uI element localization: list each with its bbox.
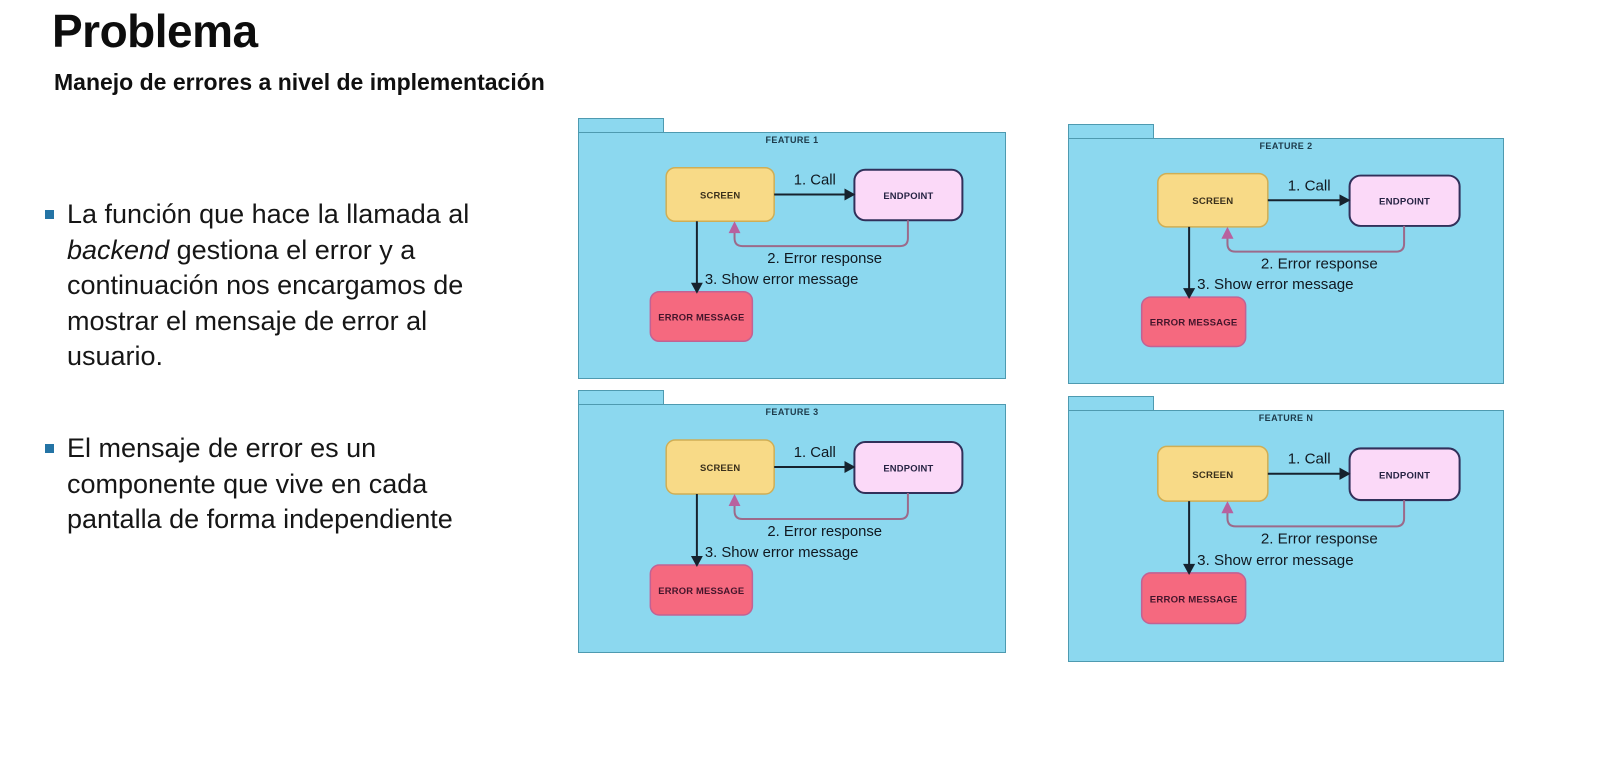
folder-tab xyxy=(1068,124,1154,139)
folder-label: FEATURE N xyxy=(1258,413,1314,423)
error-message-node xyxy=(1140,572,1247,625)
screen-node-label: SCREEN xyxy=(700,189,740,200)
error-response-arrowhead-icon xyxy=(1221,226,1234,239)
endpoint-node-label: ENDPOINT xyxy=(883,190,933,201)
screen-node xyxy=(665,166,775,223)
feature-folder-n: FEATURE N SCREEN ENDPOINT ERROR MESSAGE … xyxy=(1068,396,1504,662)
error-response-arrow xyxy=(1226,500,1406,528)
bullet-text-1: La función que hace la llamada al backen… xyxy=(67,197,517,375)
error-response-arrowhead-icon xyxy=(728,494,741,506)
feature-diagram: SCREEN ENDPOINT ERROR MESSAGE 1. Call 2.… xyxy=(649,439,964,616)
folder-tab xyxy=(578,118,664,133)
feature-diagram: SCREEN ENDPOINT ERROR MESSAGE 1. Call 2.… xyxy=(1140,172,1461,348)
error-message-node xyxy=(1140,296,1247,348)
folder-body: FEATURE 1 SCREEN ENDPOINT ERROR MESSAGE … xyxy=(578,132,1006,379)
screen-node xyxy=(1157,445,1269,502)
folder-body: FEATURE 3 SCREEN ENDPOINT ERROR MESSAGE … xyxy=(578,404,1006,653)
error-message-node-label: ERROR MESSAGE xyxy=(658,311,744,322)
folder-tab xyxy=(578,390,664,405)
endpoint-node-label: ENDPOINT xyxy=(1379,197,1430,208)
screen-node-label: SCREEN xyxy=(1192,196,1233,207)
bullet-square-icon xyxy=(45,210,54,219)
page-subtitle: Manejo de errores a nivel de implementac… xyxy=(54,69,545,95)
error-response-edge-label: 2. Error response xyxy=(1261,531,1378,548)
error-response-edge-label: 2. Error response xyxy=(767,523,882,540)
error-message-node-label: ERROR MESSAGE xyxy=(1150,318,1238,329)
error-response-edge-label: 2. Error response xyxy=(1261,256,1378,273)
call-edge-label: 1. Call xyxy=(1288,451,1331,468)
call-arrowhead-icon xyxy=(844,461,856,473)
error-message-node-label: ERROR MESSAGE xyxy=(1150,594,1238,605)
screen-node-label: SCREEN xyxy=(700,463,740,474)
call-edge-label: 1. Call xyxy=(1288,178,1331,195)
error-response-edge-label: 2. Error response xyxy=(767,251,882,267)
show-error-edge-label: 3. Show error message xyxy=(1197,276,1353,293)
page-title: Problema xyxy=(52,5,258,57)
error-message-node xyxy=(649,290,754,343)
bullet-1-post: gestiona el error y a continuación nos e… xyxy=(67,234,464,372)
screen-node xyxy=(665,439,775,495)
feature-diagram: SCREEN ENDPOINT ERROR MESSAGE 1. Call 2.… xyxy=(649,166,964,343)
feature-folder-2: FEATURE 2 SCREEN ENDPOINT ERROR MESSAGE … xyxy=(1068,124,1504,384)
folder-label: FEATURE 3 xyxy=(765,407,819,417)
folder-tab xyxy=(1068,396,1154,411)
error-response-arrow xyxy=(1226,225,1406,253)
feature-folder-1: FEATURE 1 SCREEN ENDPOINT ERROR MESSAGE … xyxy=(578,118,1006,379)
error-response-arrowhead-icon xyxy=(728,221,741,234)
folder-label: FEATURE 1 xyxy=(765,135,819,145)
feature-folder-3: FEATURE 3 SCREEN ENDPOINT ERROR MESSAGE … xyxy=(578,390,1006,653)
call-arrowhead-icon xyxy=(1339,467,1351,480)
endpoint-node-label: ENDPOINT xyxy=(1379,470,1430,481)
show-error-arrowhead-icon xyxy=(690,556,703,567)
error-response-arrowhead-icon xyxy=(1221,501,1234,514)
bullet-item-2: El mensaje de error es un componente que… xyxy=(45,431,517,538)
show-error-arrowhead-icon xyxy=(1183,563,1196,575)
bullet-text-2: El mensaje de error es un componente que… xyxy=(67,433,453,534)
error-response-arrow xyxy=(733,220,909,248)
screen-node-label: SCREEN xyxy=(1192,470,1233,481)
show-error-arrowhead-icon xyxy=(690,282,703,294)
bullet-item-1: La función que hace la llamada al backen… xyxy=(45,197,517,375)
error-message-node xyxy=(649,564,754,616)
bullet-square-icon xyxy=(45,444,54,453)
error-message-node-label: ERROR MESSAGE xyxy=(658,586,744,597)
endpoint-node-label: ENDPOINT xyxy=(883,463,933,474)
show-error-edge-label: 3. Show error message xyxy=(1197,552,1353,569)
show-error-edge-label: 3. Show error message xyxy=(705,544,859,561)
error-response-arrow xyxy=(733,493,909,520)
call-edge-label: 1. Call xyxy=(794,173,836,189)
call-arrowhead-icon xyxy=(1339,194,1351,207)
bullet-1-italic: backend xyxy=(67,234,170,265)
feature-diagram: SCREEN ENDPOINT ERROR MESSAGE 1. Call 2.… xyxy=(1140,445,1461,625)
folder-body: FEATURE N SCREEN ENDPOINT ERROR MESSAGE … xyxy=(1068,410,1504,662)
bullet-1-pre: La función que hace la llamada al xyxy=(67,199,470,229)
call-arrowhead-icon xyxy=(844,188,856,201)
folder-body: FEATURE 2 SCREEN ENDPOINT ERROR MESSAGE … xyxy=(1068,138,1504,384)
screen-node xyxy=(1157,172,1269,228)
show-error-arrowhead-icon xyxy=(1183,288,1196,300)
call-edge-label: 1. Call xyxy=(794,444,836,461)
folder-label: FEATURE 2 xyxy=(1259,141,1313,151)
show-error-edge-label: 3. Show error message xyxy=(705,272,859,288)
